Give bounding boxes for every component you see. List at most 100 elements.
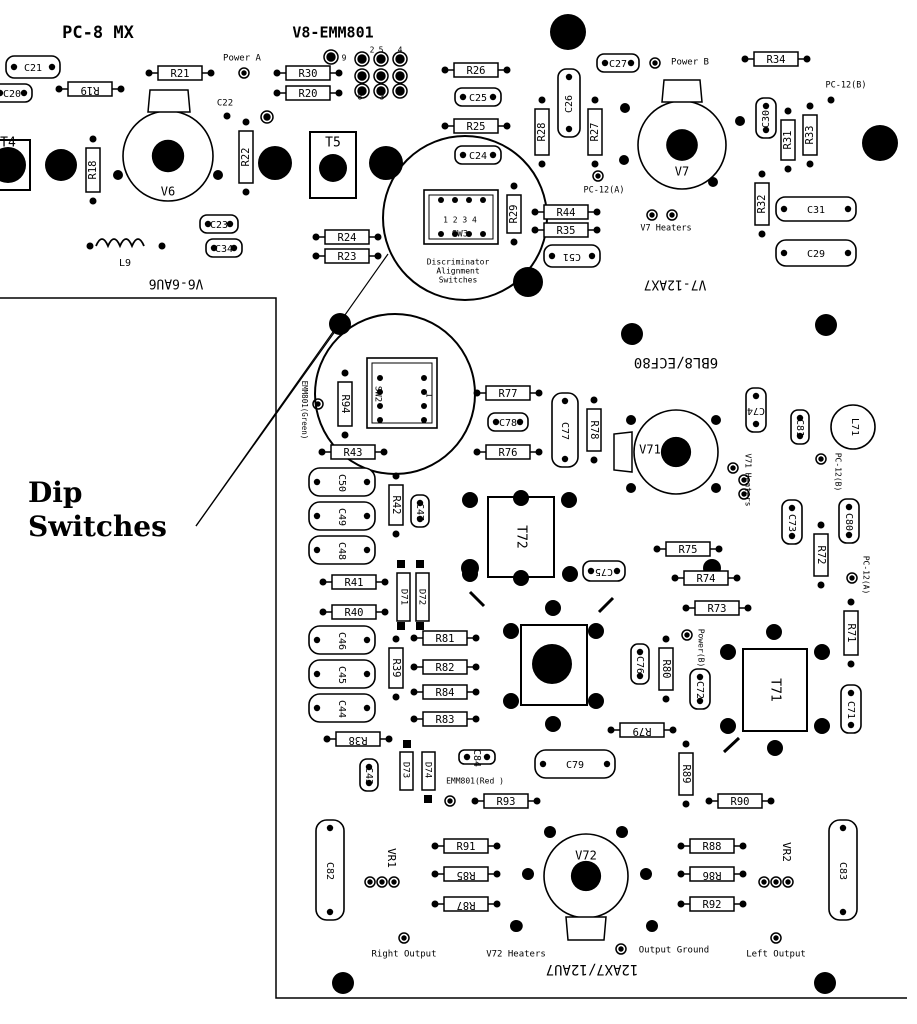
capacitor-c75	[582, 560, 626, 582]
solder-pad	[459, 151, 467, 159]
solder-pad	[739, 900, 747, 908]
pad-label-pc12a: PC-12(A)	[584, 186, 625, 196]
resistor-r28	[534, 108, 550, 156]
solder-pad	[636, 672, 644, 680]
right-output-pad	[398, 932, 410, 944]
capacitor-label-c34: C34	[215, 244, 233, 255]
resistor-r19	[67, 81, 113, 97]
solder-pad	[677, 900, 685, 908]
resistor-r71	[843, 610, 859, 656]
solder-pad	[847, 660, 855, 668]
capacitor-label-c45: C45	[336, 666, 347, 684]
solder-pad	[839, 908, 847, 916]
solder-pad	[313, 478, 321, 486]
resistor-r85	[443, 866, 489, 882]
v8-title: V8-EMM801	[292, 24, 373, 42]
resistor-r91	[443, 838, 489, 854]
capacitor-label-c24: C24	[469, 151, 487, 162]
solder-pad	[503, 122, 511, 130]
capacitor-c46	[308, 625, 376, 655]
solder-pad	[489, 93, 497, 101]
solder-pad	[796, 414, 804, 422]
resistor-label-r94: R94	[339, 395, 351, 414]
mounting-hole	[626, 483, 636, 493]
v7-heaters-pad	[666, 209, 678, 221]
mounting-hole	[660, 436, 692, 468]
solder-pad	[377, 389, 383, 395]
solder-pad	[682, 740, 690, 748]
solder-pad	[739, 870, 747, 878]
pc12b-2-pad	[815, 453, 827, 465]
mounting-hole	[814, 644, 830, 660]
mounting-hole	[258, 146, 292, 180]
capacitor-label-c46: C46	[336, 632, 347, 650]
solder-pad	[636, 648, 644, 656]
resistor-r84	[422, 684, 468, 700]
solder-pad	[483, 753, 491, 761]
solder-pad	[392, 635, 400, 643]
solder-pad	[421, 417, 427, 423]
mounting-hole	[462, 492, 478, 508]
solder-pad	[696, 673, 704, 681]
capacitor-c23	[199, 214, 239, 234]
capacitor-label-c48: C48	[336, 542, 347, 560]
solder-pad	[226, 220, 234, 228]
sw3-switch-inner	[428, 194, 494, 240]
capacitor-label-c31: C31	[807, 205, 825, 216]
pad-center	[741, 491, 747, 497]
resistor-label-r34: R34	[767, 54, 786, 66]
pad-center	[849, 575, 855, 581]
capacitor-c80	[838, 498, 860, 544]
vr1-pad	[364, 876, 376, 888]
solder-pad	[242, 188, 250, 196]
solder-pad	[653, 545, 661, 553]
pin-number: 3	[380, 93, 385, 102]
capacitor-c74	[745, 387, 767, 433]
solder-pad	[758, 230, 766, 238]
solder-pad	[565, 73, 573, 81]
tube-pin-pad	[373, 83, 389, 99]
solder-pad	[377, 403, 383, 409]
capacitor-label-c78: C78	[499, 418, 517, 429]
solder-pad	[223, 112, 231, 120]
capacitor-c83	[828, 819, 858, 921]
mounting-hole	[735, 116, 745, 126]
resistor-r33	[802, 114, 818, 156]
pad-center	[669, 212, 675, 218]
solder-pad	[806, 160, 814, 168]
mounting-hole	[814, 718, 830, 734]
resistor-label-r75: R75	[679, 544, 698, 556]
solder-pad	[593, 226, 601, 234]
mounting-hole	[319, 154, 347, 182]
solder-pad	[335, 69, 343, 77]
solder-pad	[493, 900, 501, 908]
diode-label-d72: D72	[417, 589, 427, 605]
solder-pad	[784, 165, 792, 173]
capacitor-c24	[454, 145, 502, 165]
tube-key-notch	[147, 89, 191, 113]
mounting-hole	[545, 716, 561, 732]
resistor-r22	[238, 130, 254, 184]
solder-pad	[803, 55, 811, 63]
solder-pad	[758, 170, 766, 178]
solder-pad	[677, 842, 685, 850]
solder-pad	[587, 567, 595, 575]
solder-pad	[741, 55, 749, 63]
resistor-label-r87: R87	[457, 899, 476, 911]
resistor-label-r83: R83	[436, 714, 455, 726]
resistor-label-r80: R80	[660, 660, 672, 679]
solder-pad	[463, 753, 471, 761]
mounting-hole	[621, 323, 643, 345]
solder-pad	[682, 800, 690, 808]
tube-label-v72: V72	[575, 849, 597, 863]
solder-pad	[89, 135, 97, 143]
capacitor-label-c47: C47	[414, 503, 425, 521]
pad-label-power-b2: Power(B)	[697, 629, 706, 668]
diode-square-pad	[416, 622, 424, 630]
transformer-t71	[742, 648, 808, 732]
resistor-label-r41: R41	[345, 577, 364, 589]
resistor-label-r38: R38	[349, 734, 368, 746]
pad-label-v7-heaters: V7 Heaters	[640, 224, 691, 234]
solder-pad	[313, 546, 321, 554]
resistor-label-r90: R90	[731, 796, 750, 808]
